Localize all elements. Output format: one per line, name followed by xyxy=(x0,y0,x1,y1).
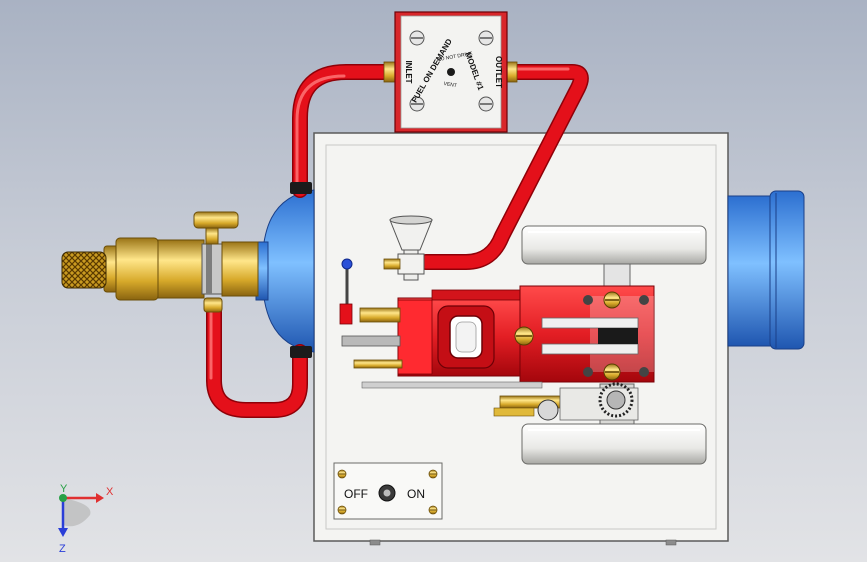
regulator-inlet-label: INLET xyxy=(404,60,413,83)
switch-plate[interactable]: OFF ON xyxy=(333,462,443,520)
vaporizer-funnel[interactable] xyxy=(383,215,433,281)
triad-y-label: Y xyxy=(60,483,68,495)
fuel-line[interactable] xyxy=(206,64,589,418)
regulator-vent-hole xyxy=(447,68,455,76)
y-axis-dot xyxy=(59,494,67,502)
axis-triad[interactable]: X Y Z xyxy=(58,483,114,555)
piston-rod xyxy=(541,317,639,355)
regulator-outlet-label: OUTLET xyxy=(494,56,503,88)
blue-flywheel[interactable] xyxy=(727,190,805,350)
pipe-clamp xyxy=(290,182,312,358)
drive-wheel[interactable] xyxy=(521,225,707,465)
plate-screw xyxy=(337,469,438,515)
linkage-mechanism xyxy=(341,307,639,421)
engine-bolt xyxy=(514,291,649,381)
regulator-warning-2: VENT xyxy=(443,81,457,89)
switch-off-label: OFF xyxy=(344,487,368,501)
regulator-screw xyxy=(409,30,494,112)
triad-z-label: Z xyxy=(59,543,66,555)
brass-fuel-valve[interactable] xyxy=(103,211,259,313)
toggle-switch[interactable] xyxy=(378,484,396,502)
fuel-regulator[interactable]: INLET OUTLET FUEL ON DEMAND MODEL #1 DO … xyxy=(383,11,518,133)
triad-x-label: X xyxy=(106,486,114,498)
fuel-tank[interactable] xyxy=(255,189,315,353)
ignition-lever[interactable] xyxy=(339,258,353,325)
switch-on-label: ON xyxy=(407,487,425,501)
knurled-knob[interactable] xyxy=(61,251,107,289)
